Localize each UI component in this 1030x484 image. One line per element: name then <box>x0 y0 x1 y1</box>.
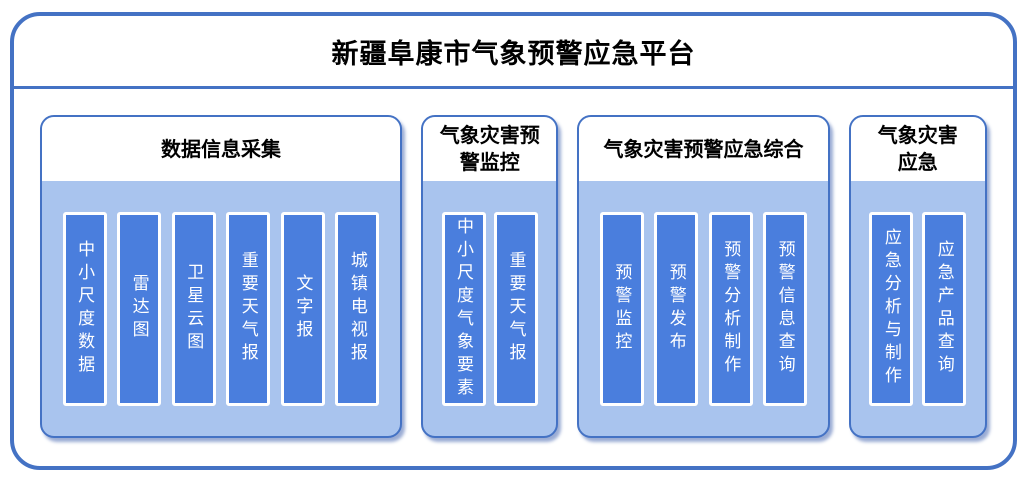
panel-warning-monitoring: 气象灾害预 警监控 中小尺度气象要素 重要天气报 <box>421 115 559 438</box>
module-box: 中小尺度气象要素 <box>441 211 486 406</box>
panel-warning-monitoring-body: 中小尺度气象要素 重要天气报 <box>423 181 556 436</box>
panel-data-collection: 数据信息采集 中小尺度数据 雷达图 卫星云图 重要天气报 文字报 城镇电视报 <box>40 115 403 438</box>
module-box: 应急分析与制作 <box>869 211 914 406</box>
panel-warning-emergency-comprehensive: 气象灾害预警应急综合 预警监控 预警发布 预警分析制作 预警信息查询 <box>577 115 830 438</box>
module-box: 预警监控 <box>599 211 644 406</box>
platform-frame: 新疆阜康市气象预警应急平台 数据信息采集 中小尺度数据 雷达图 卫星云图 重要天… <box>10 12 1017 470</box>
panel-warning-monitoring-header: 气象灾害预 警监控 <box>423 117 557 181</box>
module-box: 城镇电视报 <box>335 211 380 406</box>
panel-warning-emergency-comprehensive-header: 气象灾害预警应急综合 <box>579 117 828 181</box>
panel-disaster-emergency-header: 气象灾害 应急 <box>850 117 985 181</box>
module-box: 预警分析制作 <box>708 211 753 406</box>
title-bar: 新疆阜康市气象预警应急平台 <box>14 16 1013 89</box>
module-box: 预警信息查询 <box>763 211 808 406</box>
panel-disaster-emergency: 气象灾害 应急 应急分析与制作 应急产品查询 <box>848 115 987 438</box>
panel-data-collection-body: 中小尺度数据 雷达图 卫星云图 重要天气报 文字报 城镇电视报 <box>42 181 400 436</box>
panel-warning-emergency-comprehensive-body: 预警监控 预警发布 预警分析制作 预警信息查询 <box>579 181 827 436</box>
module-box: 文字报 <box>280 211 325 406</box>
module-box: 中小尺度数据 <box>62 211 107 406</box>
module-box: 预警发布 <box>654 211 699 406</box>
page-title: 新疆阜康市气象预警应急平台 <box>331 38 696 70</box>
panel-data-collection-header: 数据信息采集 <box>42 117 401 181</box>
module-box: 卫星云图 <box>171 211 216 406</box>
module-box: 雷达图 <box>117 211 162 406</box>
panels-row: 数据信息采集 中小尺度数据 雷达图 卫星云图 重要天气报 文字报 城镇电视报 气… <box>14 89 1013 466</box>
panel-disaster-emergency-body: 应急分析与制作 应急产品查询 <box>851 181 985 436</box>
module-box: 重要天气报 <box>493 211 538 406</box>
module-box: 应急产品查询 <box>922 211 967 406</box>
module-box: 重要天气报 <box>226 211 271 406</box>
